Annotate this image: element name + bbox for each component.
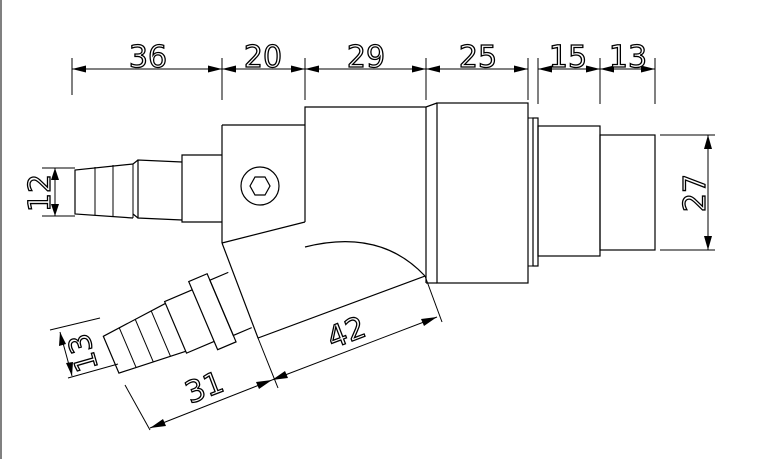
barb-fitting-top [74,154,222,223]
dim-31: 31 [180,365,228,411]
hex-socket-screw-icon [240,166,280,206]
barb-top-diameter-dimension [42,167,75,217]
dimension-arrowhead [291,65,305,73]
dim-20: 20 [244,40,282,75]
barb-angled-diameter-dimension [49,317,119,379]
dimension-arrowhead [586,65,600,73]
dimension-arrowhead [538,65,552,73]
dimension-arrowhead [305,65,319,73]
dim-13-angled: 13 [62,329,106,375]
dim-25: 25 [459,40,497,75]
dimension-arrowhead [426,65,440,73]
dim-12: 12 [23,174,58,212]
outlet-diameter-dimension [660,134,715,251]
dim-42: 42 [322,310,370,356]
valve-body [221,102,656,284]
dim-15: 15 [549,40,587,75]
top-dimension-chain [71,58,656,104]
dimension-arrowhead [72,65,86,73]
dimension-arrowhead [412,65,426,73]
dimension-arrowhead [222,65,236,73]
dimension-arrowhead [641,65,655,73]
dimension-arrowhead [208,65,222,73]
dim-36: 36 [129,40,167,75]
dim-29: 29 [347,40,385,75]
dim-13-top: 13 [609,40,647,75]
dim-27: 27 [678,174,713,212]
barb-fitting-angled [102,271,252,374]
angled-length-dimensions [124,275,443,431]
dimension-arrowhead [600,65,614,73]
dimension-arrowhead [514,65,528,73]
